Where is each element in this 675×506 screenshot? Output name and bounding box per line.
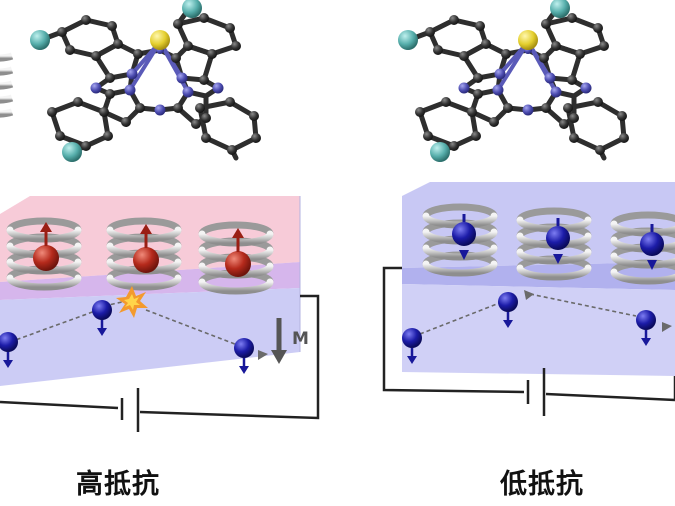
coil-high-3 — [202, 225, 270, 291]
coil-low-3 — [614, 215, 675, 281]
coil-high-1 — [10, 221, 78, 287]
coil-low-2 — [520, 211, 588, 277]
coil-partial-left — [0, 52, 14, 118]
spin-electron-high-1 — [0, 332, 18, 368]
spin-electron-low-1 — [402, 328, 422, 364]
path-arrowhead-low-1 — [524, 290, 534, 300]
caption-high-resistance: 高抵抗 — [76, 469, 160, 500]
path-arrowhead-low-2 — [662, 322, 672, 332]
scattering-star — [116, 286, 148, 318]
spin-electron-high-2 — [92, 300, 112, 336]
panel-low-resistance — [382, 0, 675, 416]
electron-path-low — [419, 293, 637, 335]
path-arrowhead-high — [258, 350, 268, 360]
molecule-high — [30, 0, 261, 162]
circuit-low — [382, 266, 675, 416]
coil-high-2 — [110, 221, 178, 287]
spin-electron-high-3 — [234, 338, 254, 374]
molecule-low — [398, 0, 629, 162]
circuit-high — [0, 294, 320, 432]
caption-low-resistance: 低抵抗 — [500, 469, 584, 500]
spin-electron-low-3 — [636, 310, 656, 346]
spin-electron-low-2 — [498, 292, 518, 328]
magnetization-arrow — [271, 318, 287, 364]
coil-low-1 — [426, 207, 494, 273]
magnetization-label: M — [292, 329, 309, 349]
panel-high-resistance: M — [0, 0, 320, 432]
